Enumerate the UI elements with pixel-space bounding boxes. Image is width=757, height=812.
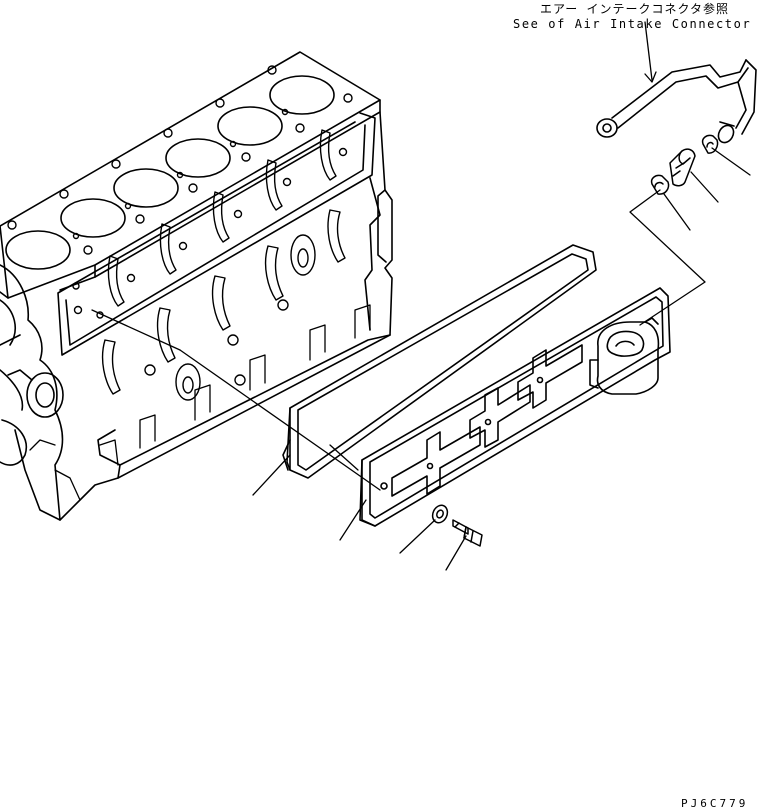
block-bosses: [73, 149, 347, 401]
block-side-flange: [58, 113, 375, 355]
deck-holes: [8, 66, 352, 254]
connecting-hose: [670, 149, 695, 186]
hose-clamp-upper: [703, 135, 718, 153]
leader-lines: [92, 22, 750, 570]
breather-tube: [597, 60, 756, 145]
washer: [430, 503, 450, 525]
hose-clamp-lower: [652, 175, 669, 194]
mounting-bolt: [453, 520, 482, 546]
cylinder-block: [0, 52, 392, 520]
block-top-deck: [0, 52, 380, 298]
side-cover: [360, 288, 670, 526]
block-ribs: [103, 130, 345, 394]
drawing-code: PJ6C779: [681, 797, 749, 810]
cylinder-bores: [6, 76, 334, 269]
reference-note-english: See of Air Intake Connector: [513, 17, 752, 31]
breather-housing: [590, 318, 658, 394]
cover-ribs: [392, 345, 582, 496]
reference-note-japanese: エアー インテークコネクタ参照: [540, 2, 730, 16]
